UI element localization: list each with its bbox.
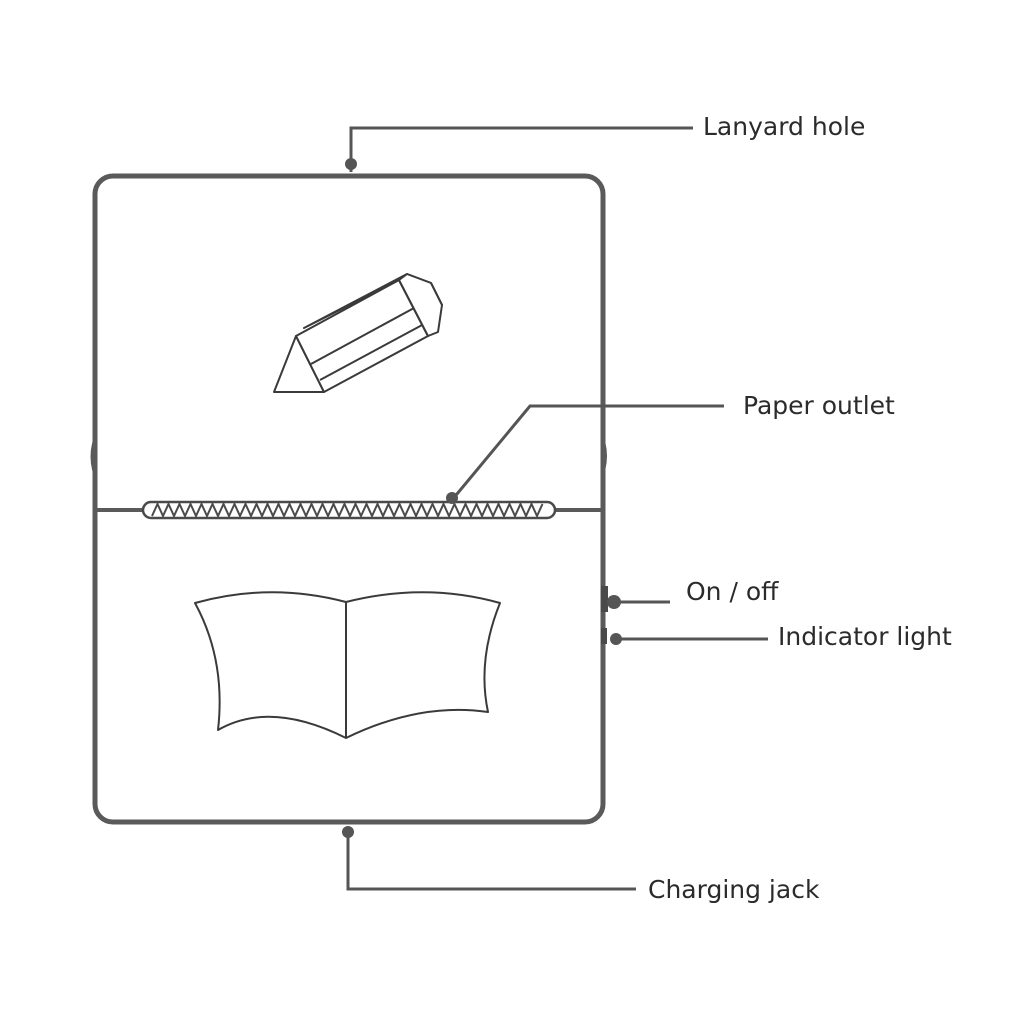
open-book-icon <box>194 591 501 739</box>
paper-outlet-slot <box>141 500 557 520</box>
indicator-light-dot <box>610 633 622 645</box>
pencil-icon <box>273 273 443 393</box>
lanyard-hole-dot <box>345 158 357 170</box>
indicator-light-housing <box>601 628 607 644</box>
paper-outlet-dot <box>446 492 458 504</box>
charging-jack-leader <box>346 830 636 891</box>
paper-outlet-label: Paper outlet <box>743 391 895 420</box>
on-off-label: On / off <box>686 577 779 606</box>
lanyard-hole-leader <box>349 126 693 172</box>
indicator-light-label: Indicator light <box>778 622 952 651</box>
lanyard-hole-label: Lanyard hole <box>703 112 865 141</box>
charging-jack-label: Charging jack <box>648 875 820 904</box>
paper-outlet-leader <box>450 404 724 501</box>
on-off-switch[interactable] <box>601 586 608 612</box>
on-off-dot <box>607 595 621 609</box>
charging-jack-dot <box>342 826 354 838</box>
